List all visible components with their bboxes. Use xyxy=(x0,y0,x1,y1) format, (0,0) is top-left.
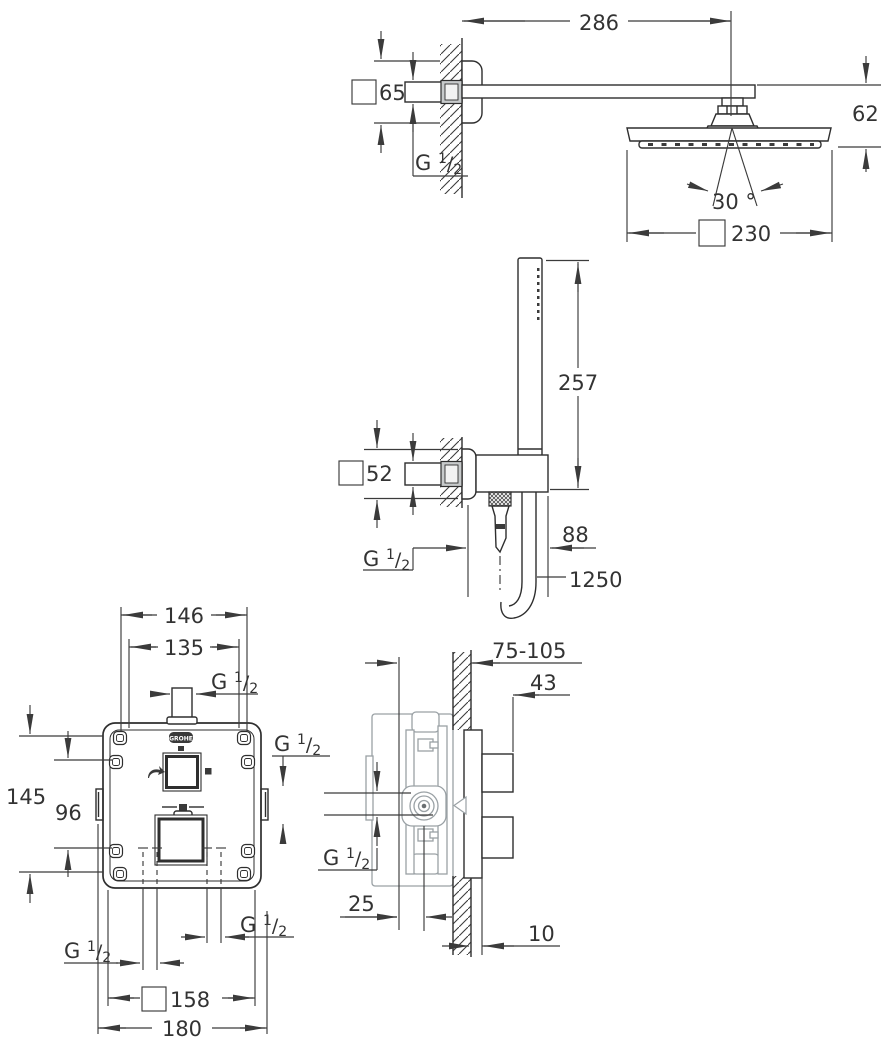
brand-logo-text: GROHE xyxy=(169,736,193,743)
dim-label-230: 230 xyxy=(731,222,771,246)
thread-label-top: G 1/2 xyxy=(150,670,258,698)
shower-holder-body xyxy=(475,454,549,493)
top-supply-pipe xyxy=(171,687,193,719)
dim-label-96: 96 xyxy=(55,801,82,825)
thread-label: G 1/2 xyxy=(211,670,258,697)
thread-label: G 1/2 xyxy=(323,846,370,873)
thread-label: G 1/2 xyxy=(240,913,287,940)
dim-swivel-angle: 30 ° xyxy=(686,127,784,214)
dim-label-1250: 1250 xyxy=(569,568,622,592)
dim-label-257: 257 xyxy=(558,371,598,395)
hand-shower-view: 257 52 G 1/2 88 1250 xyxy=(338,257,622,619)
side-ports xyxy=(95,788,269,821)
mixer-side-view: 75-105 43 G 1/2 25 xyxy=(318,639,582,957)
thread-label: G 1/2 xyxy=(274,732,321,759)
dim-drop-height: 62 xyxy=(757,56,881,172)
temp-mark-icon xyxy=(205,768,212,775)
dim-label-146: 146 xyxy=(164,604,204,628)
wall-section xyxy=(452,650,472,957)
arm-thread-nipple-inner xyxy=(444,83,459,101)
rotate-arrow-icon xyxy=(148,766,165,778)
square-symbol xyxy=(351,79,377,105)
dim-label-135: 135 xyxy=(164,636,204,660)
dim-center-depth: 25 xyxy=(340,826,452,931)
dim-label-75-105: 75-105 xyxy=(492,639,566,663)
thread-label: G 1/2 xyxy=(363,547,410,574)
dim-wall-offset: 10 xyxy=(442,877,560,955)
lower-handle xyxy=(481,816,514,859)
upper-handle xyxy=(481,753,514,793)
thread-label-holder: G 1/2 xyxy=(363,544,466,574)
dim-shower-length: 257 xyxy=(546,259,598,491)
head-shower-joint xyxy=(704,97,761,131)
dim-label-158: 158 xyxy=(170,988,210,1012)
dim-hole-height-outer: 145 xyxy=(6,705,103,903)
triangle-marker xyxy=(452,795,467,816)
dim-label-30deg: 30 ° xyxy=(712,190,756,214)
shower-head-plate xyxy=(626,127,832,149)
dim-label-25: 25 xyxy=(348,892,375,916)
dim-hose-length: 1250 xyxy=(537,568,622,592)
dim-label-180: 180 xyxy=(162,1017,202,1041)
logo-index-mark xyxy=(178,746,184,751)
thread-label-arm: G 1/2 xyxy=(412,123,468,178)
brand-logo: GROHE xyxy=(169,732,193,751)
dim-arm-length: 286 xyxy=(462,11,732,116)
dim-hole-span-inner: 135 xyxy=(128,636,240,728)
thermostat-knob xyxy=(148,752,212,792)
fixing-pads xyxy=(108,730,256,882)
dim-plate-size: 158 xyxy=(107,890,256,1012)
dim-label-62: 62 xyxy=(852,102,879,126)
concealed-body xyxy=(365,711,454,887)
dim-label-65: 65 xyxy=(379,81,406,105)
dim-handle-depth: 43 xyxy=(512,671,570,752)
dim-body-width: 180 xyxy=(97,824,268,1041)
port-center xyxy=(421,803,427,809)
volume-knob xyxy=(154,810,208,866)
thread-label-bottom-right: G 1/2 xyxy=(181,913,294,941)
thread-label-bottom-left: G 1/2 xyxy=(64,939,184,967)
knob-divider xyxy=(162,804,204,811)
bottom-outlet-pipes xyxy=(138,847,226,970)
dim-label-43: 43 xyxy=(530,671,557,695)
thread-label: G 1/2 xyxy=(64,939,111,966)
square-symbol xyxy=(698,219,726,247)
dim-label-88: 88 xyxy=(562,523,589,547)
dim-flange-52: 52 xyxy=(338,420,458,528)
face-plate xyxy=(463,729,483,879)
square-symbol xyxy=(141,986,167,1012)
hand-shower-stick xyxy=(517,257,543,457)
rough-in-box-inner xyxy=(109,729,255,882)
thread-label: G 1/2 xyxy=(415,151,462,178)
thread-label-side: G 1/2 xyxy=(318,762,433,873)
dim-hole-height-inner: 96 xyxy=(54,731,112,877)
top-pipe-collar xyxy=(166,716,198,725)
square-symbol xyxy=(338,460,364,486)
hose-coupling-knurl xyxy=(488,491,512,507)
dim-hole-span-outer: 146 xyxy=(120,604,248,731)
holder-thread-nipple-inner xyxy=(444,464,459,484)
outlet-slot xyxy=(496,524,505,529)
shower-arm xyxy=(461,84,756,99)
thread-label-right: G 1/2 xyxy=(272,732,330,844)
holder-wall-flange xyxy=(461,448,477,500)
dim-label-10: 10 xyxy=(528,922,555,946)
dim-head-size: 230 xyxy=(626,150,833,247)
dim-hook-offset: 88 xyxy=(467,496,596,597)
dim-label-145: 145 xyxy=(6,785,46,809)
dim-label-286: 286 xyxy=(579,11,619,35)
shower-hose xyxy=(500,492,537,619)
dim-label-52: 52 xyxy=(366,462,393,486)
mixer-front-view: GROHE xyxy=(6,604,330,1041)
stick-spray-dots xyxy=(537,268,540,320)
head-shower-view: 286 65 G 1/2 30 ° xyxy=(351,11,881,247)
